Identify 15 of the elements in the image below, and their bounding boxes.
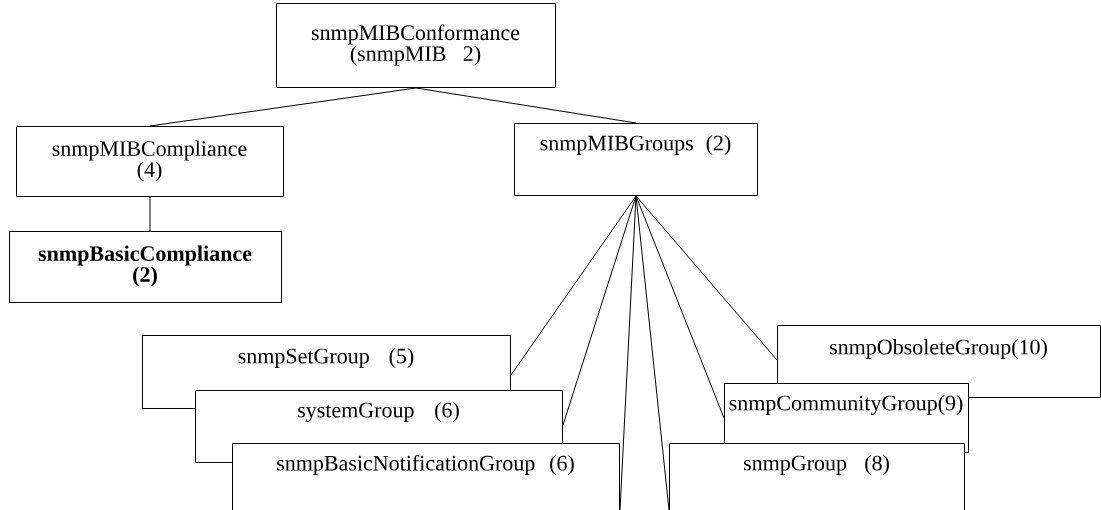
label-box: snmpMIBGroups (2) — [514, 123, 758, 196]
label-box: snmpBasicCompliance (2) — [9, 231, 282, 303]
connector-line — [415, 87, 637, 124]
node-label: snmpGroup (8) — [744, 455, 889, 475]
label-box: snmpBasicNotificationGroup (6) — [232, 443, 620, 510]
label-box: snmpMIBConformance (snmpMIB 2) — [276, 3, 556, 88]
connector-line — [635, 195, 670, 510]
connector-line — [635, 195, 778, 361]
connector-line — [149, 196, 151, 232]
label-box: snmpMIBCompliance (4) — [16, 126, 284, 197]
connector-line — [635, 195, 725, 419]
connector-line — [149, 87, 417, 127]
connector-line — [619, 195, 637, 510]
connector-line — [510, 195, 637, 376]
label-box: snmpGroup (8) — [669, 443, 965, 510]
